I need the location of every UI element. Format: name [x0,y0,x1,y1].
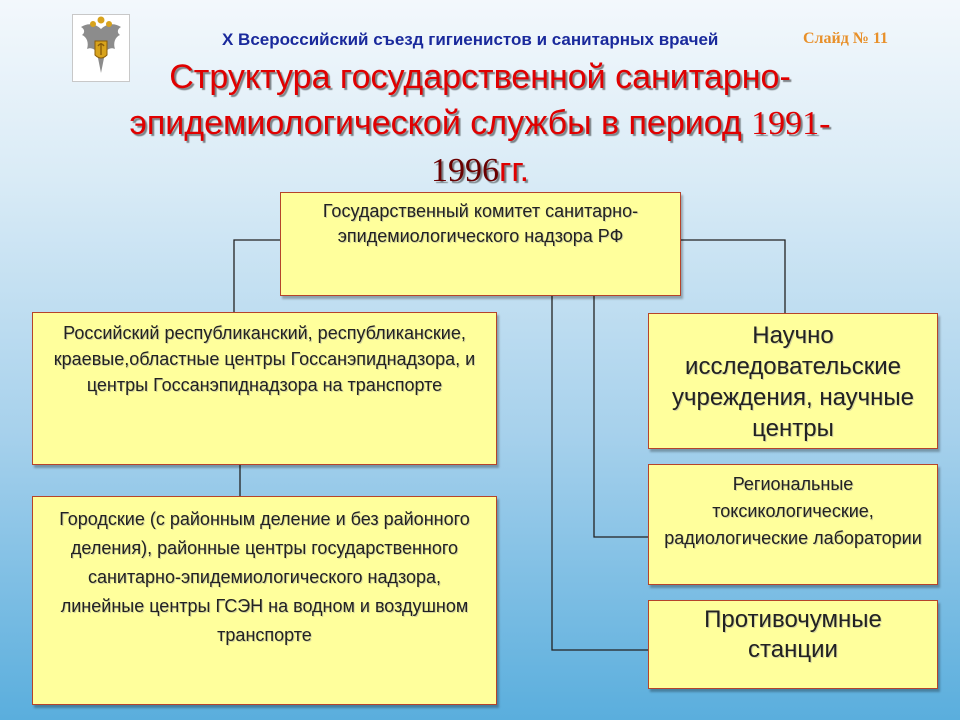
connector-committee-labs [593,296,648,538]
state-committee-box: Государственный комитет санитарно-эпидем… [280,192,681,296]
title-year-end: 1996 [430,152,499,189]
title-text: Структура государственной санитарно-эпид… [129,58,791,142]
research-institutions-label: Научно исследовательские учреждения, нау… [671,322,914,442]
connector-committee-antiplague [551,296,648,651]
emblem-icon [72,14,130,82]
regional-labs-box: Региональные токсикологические, радиолог… [648,464,938,585]
research-institutions-box: Научно исследовательские учреждения, нау… [648,313,938,449]
city-centers-label: Городские (с районным деление и без райо… [59,509,470,645]
antiplague-stations-label: Противочумные станции [704,606,882,663]
title-year-start: 1991- [751,105,831,142]
state-committee-label: Государственный комитет санитарно-эпидем… [322,201,639,246]
city-centers-box: Городские (с районным деление и без райо… [32,496,497,705]
connector-committee-research [680,239,786,313]
congress-caption: X Всероссийский съезд гигиенистов и сани… [222,30,719,49]
slide-number: Слайд № 11 [803,30,889,47]
regional-centers-label: Российский республиканский, республиканс… [53,323,476,395]
connector-committee-regional [233,239,280,312]
regional-centers-box: Российский республиканский, республиканс… [32,312,497,465]
regional-labs-label: Региональные токсикологические, радиолог… [664,474,922,548]
slide-title: Структура государственной санитарно-эпид… [60,54,900,194]
title-suffix: гг. [498,151,530,189]
double-headed-eagle-emblem-icon [81,16,121,73]
antiplague-stations-box: Противочумные станции [648,600,938,689]
